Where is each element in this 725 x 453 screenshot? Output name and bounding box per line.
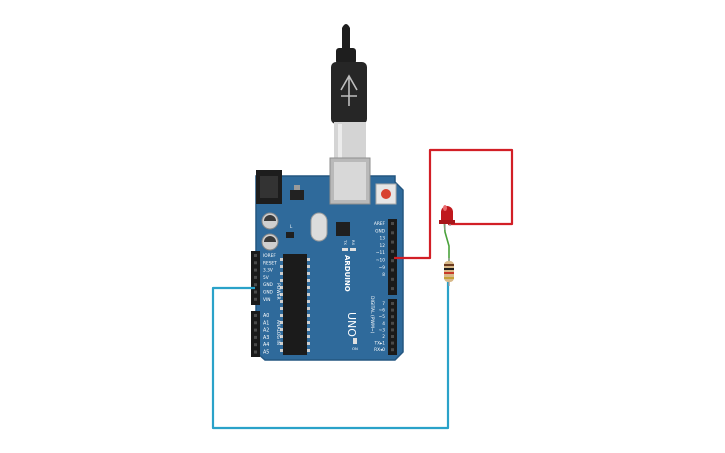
digital-pin-label: 13 [380,236,386,242]
microcontroller-chip [283,254,307,355]
analog-pin-label: A3 [263,335,269,341]
digital-pin-label: ~3 [379,327,386,333]
digital-header-top [388,219,397,295]
chip-pins [280,258,310,352]
blue-wire[interactable] [211,282,450,430]
usb-cable[interactable] [331,24,367,160]
digital-pin-label: ~10 [376,258,385,264]
digital-pin-label: ~9 [379,265,386,271]
power-pin-label: GND [263,290,274,296]
red-wire[interactable] [394,148,514,260]
voltage-regulator [290,190,304,200]
digital-pin-label: AREF [374,221,386,227]
digital-pin-label: 4 [382,321,385,327]
crystal [310,212,328,242]
digital-pin-label: TX▸1 [374,341,386,347]
power-pin-label: VIN [263,297,270,303]
power-pin-label: 5V [263,275,269,281]
digital-pin-label: ~11 [376,250,385,256]
arduino-brand: ARDUINO [343,255,351,292]
digital-pin-label: ~5 [379,314,386,320]
power-pin-label: IOREF [263,253,276,259]
led-rx-marker: RX [351,240,356,246]
digital-pin-label: 7 [382,301,385,307]
digital-pin-label: 12 [380,243,386,249]
power-pin-label: RESET [263,260,277,266]
digital-pin-label: 2 [382,334,385,340]
power-pin-label: GND [263,282,274,288]
led-tx-marker: TX [343,239,348,245]
digital-pin-label: ~6 [379,308,386,314]
digital-pin-label: 8 [382,272,385,278]
power-section-label: POWER [275,283,281,300]
analog-pin-label: A1 [263,320,269,326]
header-holes [254,222,394,354]
digital-pin-label: GND [375,228,386,234]
led-on-marker: ON [352,346,358,351]
resistor[interactable] [444,258,454,286]
analog-pin-label: A0 [263,313,269,319]
pin-labels: AREFGND1312~11~10~987~6~54~32TX▸1RX◂0IOR… [263,221,386,356]
analog-pin-label: A5 [263,350,269,356]
digital-pin-label: RX◂0 [374,347,385,353]
digital-section-label: DIGITAL (PWM~) [369,296,375,334]
red-led[interactable] [439,205,455,230]
board-model: UNO [345,312,358,337]
led-l-marker: L [290,224,293,229]
arduino-board[interactable]: AREFGND1312~11~10~987~6~54~32TX▸1RX◂0IOR… [251,157,404,361]
analog-section-label: ANALOG IN [275,320,281,345]
analog-header [251,311,260,357]
usb-chip [336,222,350,236]
digital-header-bottom [388,299,397,355]
analog-pin-label: A4 [263,342,269,348]
power-pin-label: 3.3V [263,268,273,274]
analog-pin-label: A2 [263,328,269,334]
